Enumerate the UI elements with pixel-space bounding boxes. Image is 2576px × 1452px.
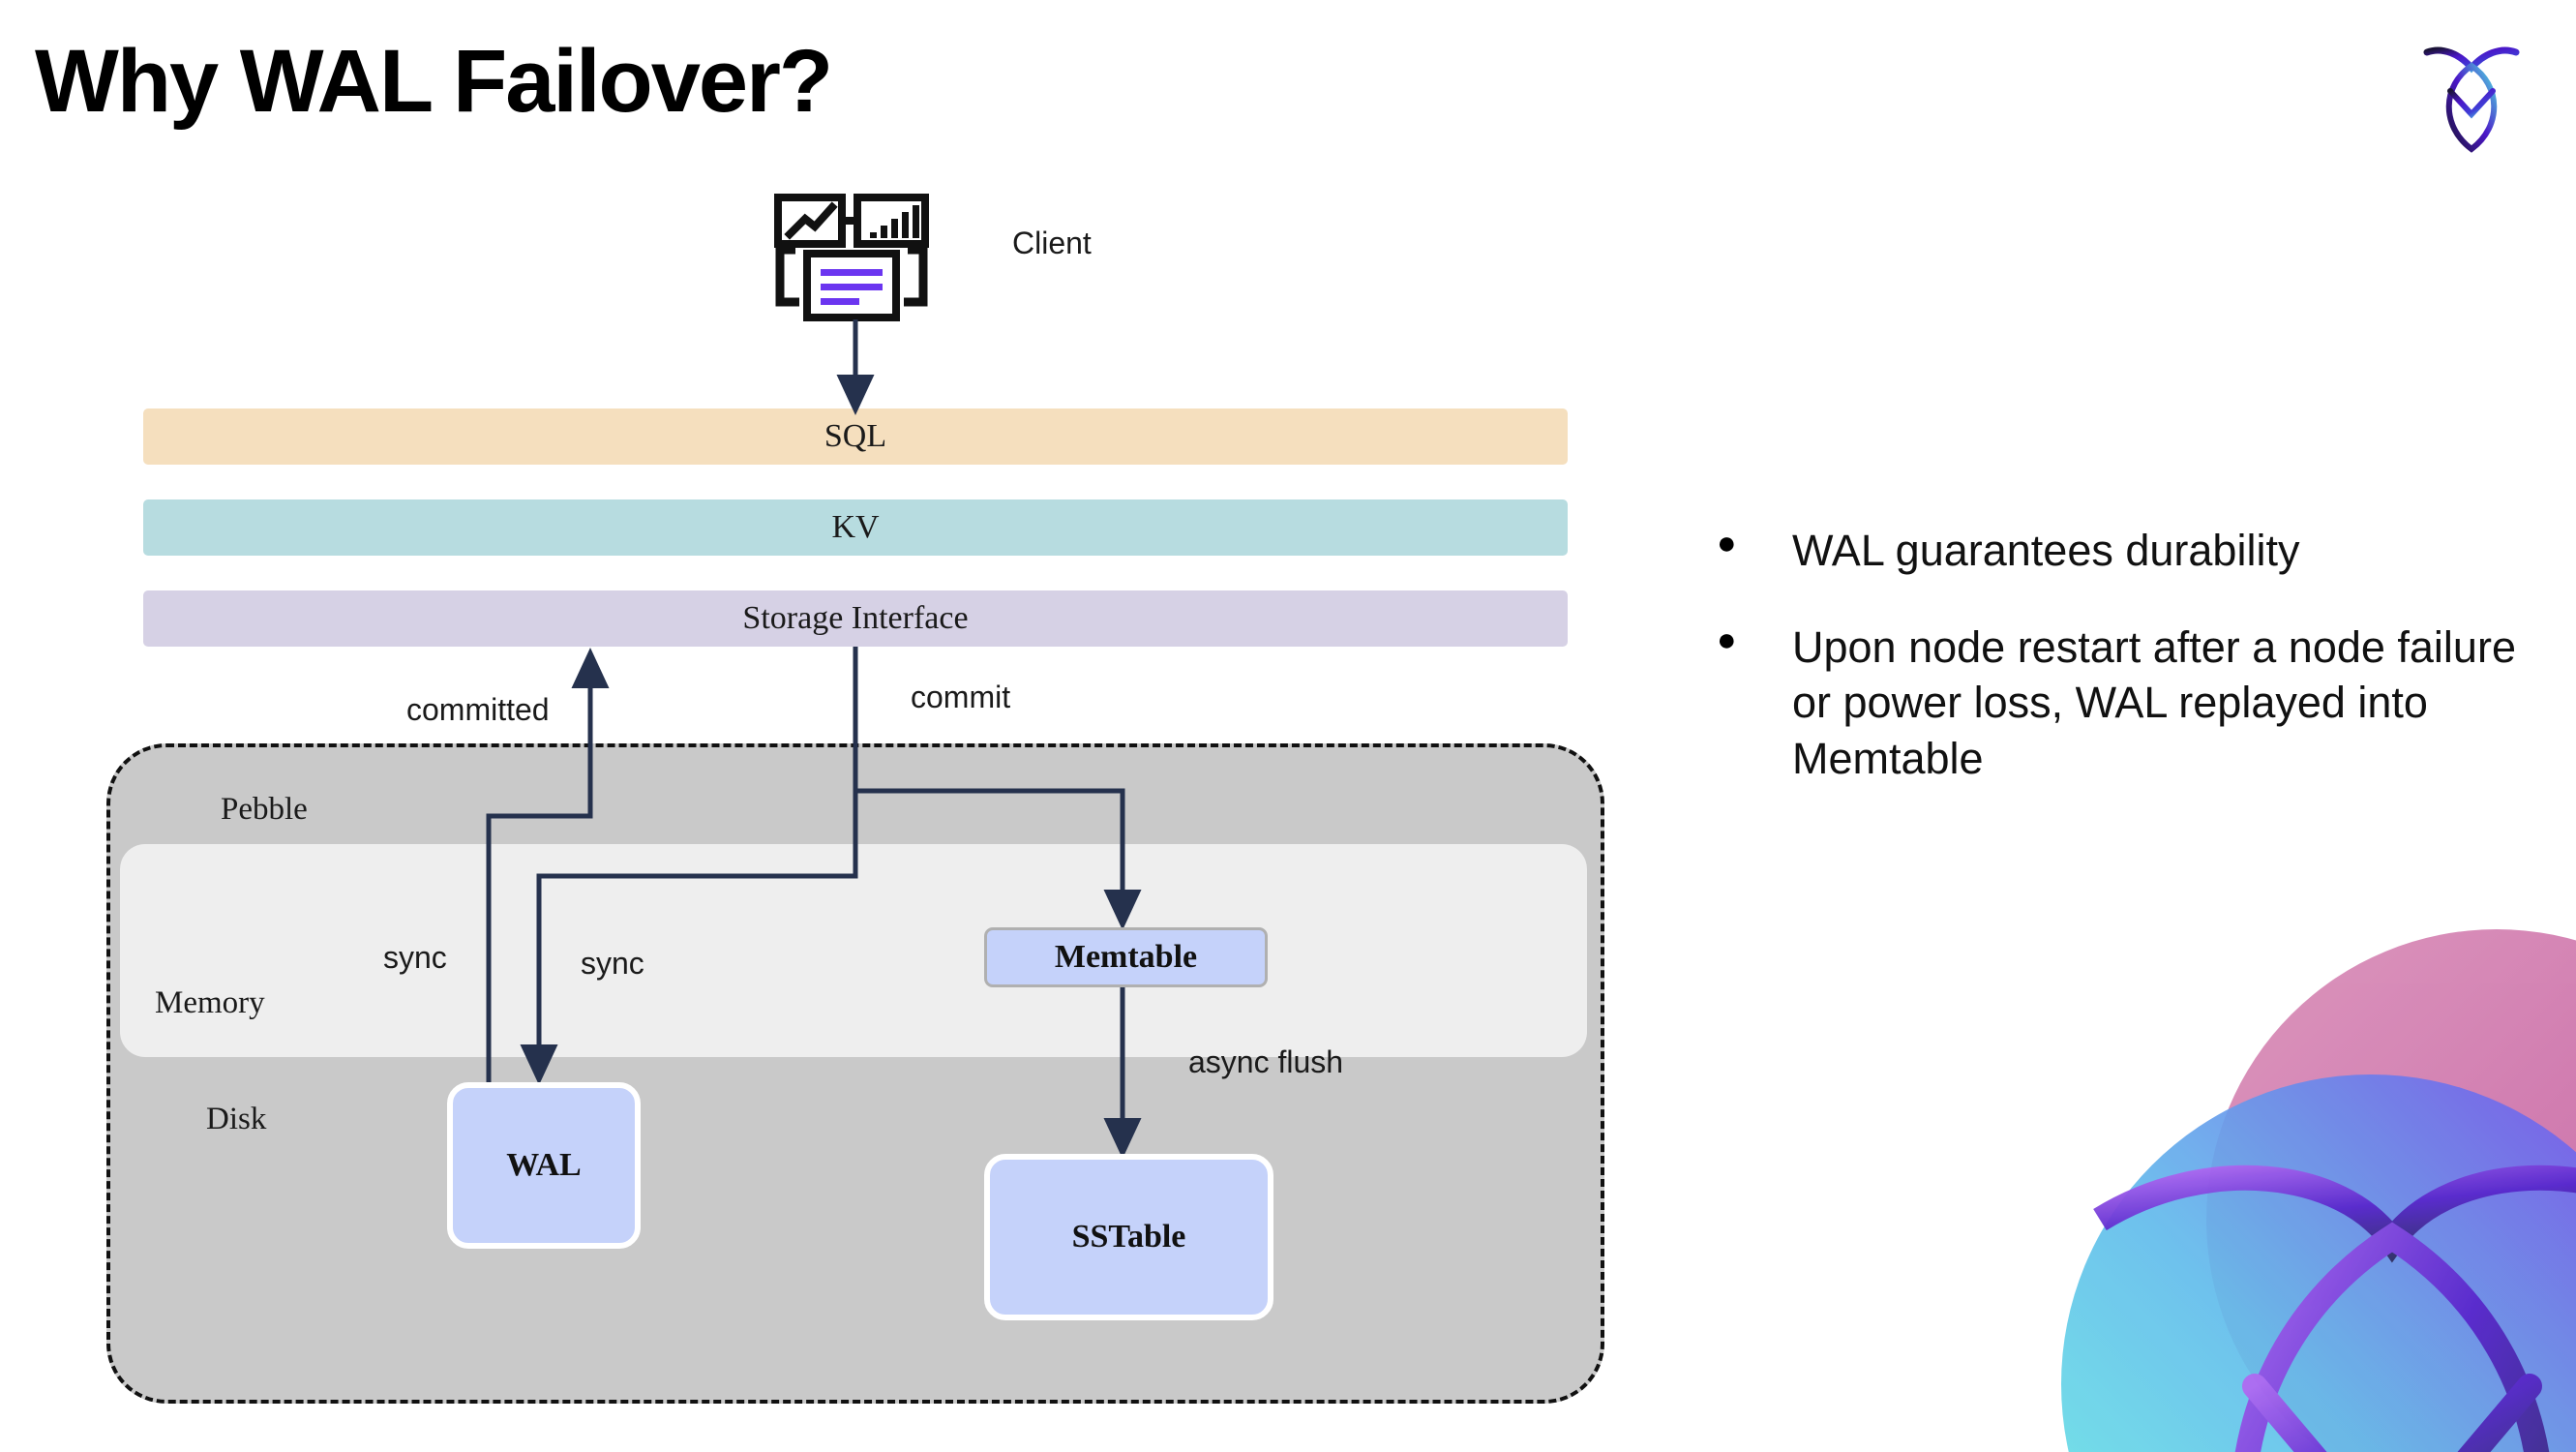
- node-memtable-label: Memtable: [1054, 939, 1198, 975]
- edge-label-sync-left: sync: [383, 940, 447, 975]
- bullet-text: Upon node restart after a node failure o…: [1792, 621, 2516, 783]
- edge-label-commit: commit: [911, 680, 1011, 714]
- list-item: ● Upon node restart after a node failure…: [1703, 620, 2535, 787]
- memory-label: Memory: [155, 985, 265, 1020]
- pebble-container: [106, 743, 1604, 1404]
- layer-bar-kv: KV: [143, 499, 1568, 556]
- layer-bar-sql-label: SQL: [824, 418, 887, 454]
- node-sstable-label: SSTable: [1071, 1219, 1186, 1255]
- cockroachdb-logo-icon: [2413, 37, 2530, 161]
- list-item: ● WAL guarantees durability: [1703, 523, 2535, 579]
- node-wal-label: WAL: [506, 1147, 582, 1183]
- node-memtable: Memtable: [984, 927, 1268, 987]
- pebble-label: Pebble: [221, 792, 308, 827]
- disk-label: Disk: [206, 1102, 267, 1136]
- edge-label-committed: committed: [406, 692, 550, 727]
- decorative-logo-watermark: [1955, 929, 2576, 1452]
- bullet-marker-icon: ●: [1717, 525, 1737, 561]
- bullet-text: WAL guarantees durability: [1792, 526, 2300, 575]
- bullet-list: ● WAL guarantees durability ● Upon node …: [1703, 523, 2535, 827]
- client-label: Client: [1012, 226, 1092, 260]
- page-title: Why WAL Failover?: [35, 32, 833, 131]
- layer-bar-sql: SQL: [143, 408, 1568, 465]
- layer-bar-kv-label: KV: [831, 509, 880, 545]
- memory-region: [120, 844, 1587, 1057]
- client-dashboard-icon: [774, 194, 929, 329]
- edge-label-sync-right: sync: [581, 946, 644, 981]
- node-wal: WAL: [447, 1082, 641, 1249]
- edge-label-async-flush: async flush: [1188, 1044, 1344, 1079]
- layer-bar-storage-interface-label: Storage Interface: [742, 600, 969, 636]
- layer-bar-storage-interface: Storage Interface: [143, 590, 1568, 647]
- node-sstable: SSTable: [984, 1154, 1273, 1320]
- bullet-marker-icon: ●: [1717, 620, 1737, 658]
